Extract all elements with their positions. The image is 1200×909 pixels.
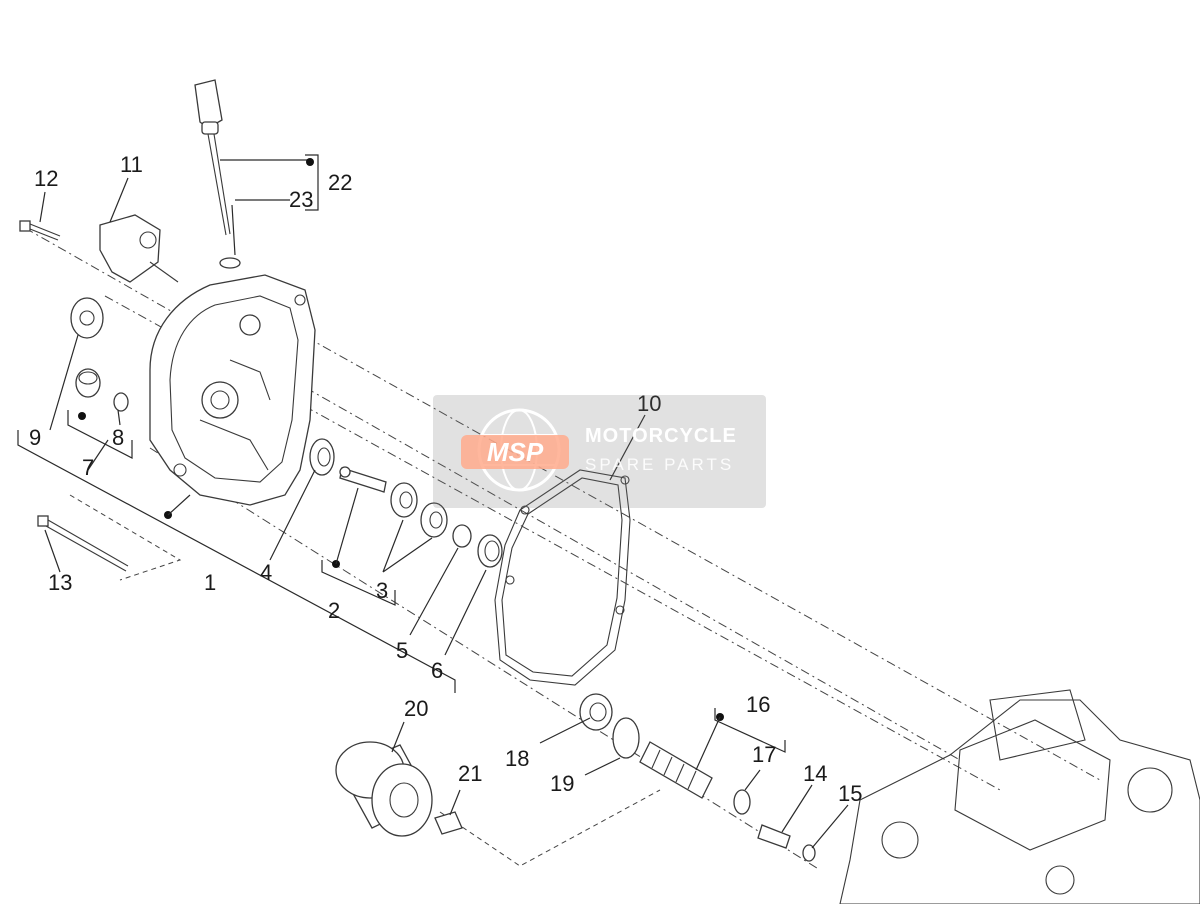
label-13: 13 (48, 570, 72, 595)
label-20: 20 (404, 696, 428, 721)
label-4: 4 (260, 560, 272, 585)
bearing-4 (309, 438, 335, 476)
dipstick (194, 79, 241, 269)
bolt-12 (19, 220, 61, 241)
label-16: 16 (746, 692, 770, 717)
label-21: 21 (458, 761, 482, 786)
leader-lines (17, 154, 849, 849)
watermark-logo-text: MSP (487, 437, 544, 467)
plug-14 (757, 824, 791, 849)
o-ring-8 (113, 392, 129, 412)
engine-block (839, 689, 1200, 905)
label-19: 19 (550, 771, 574, 796)
washer-15 (802, 844, 816, 862)
bearings-3 (390, 482, 448, 538)
bushing-5 (452, 524, 472, 548)
label-23: 23 (289, 187, 313, 212)
watermark-line2: SPARE PARTS (585, 455, 735, 474)
label-12: 12 (34, 166, 58, 191)
plug-7 (75, 368, 101, 398)
label-18: 18 (505, 746, 529, 771)
part-labels: 1 2 3 4 5 6 7 8 9 10 11 12 13 14 15 16 1… (29, 152, 862, 806)
watermark-line1: MOTORCYCLE (585, 425, 737, 447)
o-ring-17 (733, 789, 751, 815)
gasket-10 (494, 469, 631, 686)
label-15: 15 (838, 781, 862, 806)
label-11: 11 (120, 152, 143, 177)
globe-logo-icon: MSP (461, 408, 569, 492)
rotor-9 (70, 297, 104, 339)
long-bolt-13 (37, 515, 129, 572)
label-2: 2 (328, 598, 340, 623)
watermark: MSP MOTORCYCLE SPARE PARTS (433, 395, 766, 508)
o-ring-19 (612, 717, 640, 759)
label-5: 5 (396, 638, 408, 663)
label-8: 8 (112, 425, 124, 450)
strainer-16 (639, 741, 713, 799)
label-1: 1 (204, 570, 216, 595)
oil-filter-20 (335, 741, 433, 837)
fitting-21 (434, 811, 463, 835)
crankcase-cover (149, 274, 316, 506)
label-22: 22 (328, 170, 352, 195)
label-3: 3 (376, 578, 388, 603)
sensor-bracket (99, 214, 179, 283)
seal-18 (579, 693, 613, 731)
seal-6 (477, 534, 503, 568)
shaft-2 (339, 466, 387, 493)
label-9: 9 (29, 425, 41, 450)
label-17: 17 (752, 742, 776, 767)
label-10: 10 (637, 391, 661, 416)
label-7: 7 (82, 455, 94, 480)
label-14: 14 (803, 761, 827, 786)
label-6: 6 (431, 658, 443, 683)
